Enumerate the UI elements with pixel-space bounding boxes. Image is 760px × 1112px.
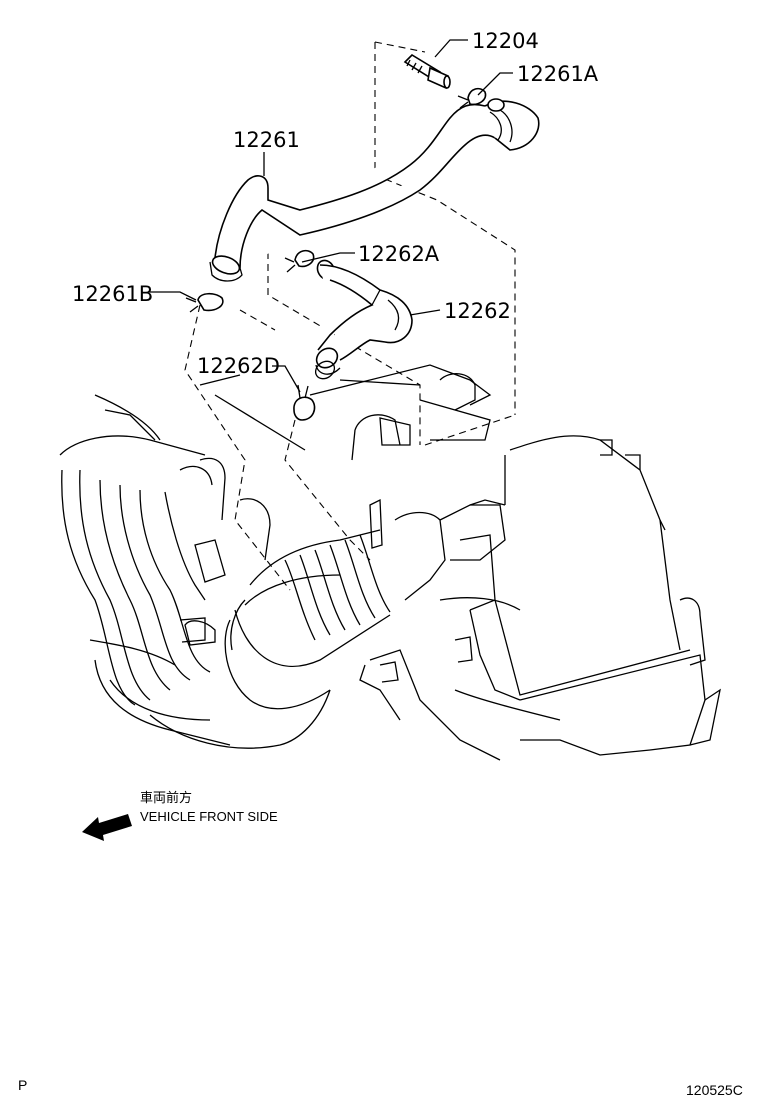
hose-clip-12262A[interactable]	[284, 249, 315, 273]
page-letter: P	[18, 1077, 27, 1093]
pcv-valve-12204[interactable]	[403, 53, 451, 90]
part-label-12261[interactable]: 12261	[233, 128, 300, 152]
part-label-12261A[interactable]: 12261A	[517, 62, 599, 86]
part-label-12261B[interactable]: 12261B	[72, 282, 153, 306]
front-arrow-icon	[82, 814, 132, 841]
ventilation-hose-12261[interactable]	[209, 98, 540, 282]
cap-12262D[interactable]	[293, 384, 316, 421]
label-leader-lines	[148, 39, 513, 393]
direction-label-jp: 車両前方	[140, 790, 192, 805]
part-label-12262D[interactable]: 12262D	[197, 354, 280, 378]
part-labels: 12204 12261A 12261 12262A 12261B 12262 1…	[72, 29, 599, 378]
part-label-12262A[interactable]: 12262A	[358, 242, 440, 266]
part-label-12204[interactable]: 12204	[472, 29, 539, 53]
direction-label-en: VEHICLE FRONT SIDE	[140, 809, 278, 824]
hose-clip-12261B[interactable]	[185, 292, 224, 313]
engine-illustration	[59, 364, 721, 761]
part-label-12262[interactable]: 12262	[444, 299, 511, 323]
ventilation-hose-12262[interactable]	[312, 257, 413, 382]
diagram-code: 120525C	[686, 1082, 743, 1098]
vehicle-front-indicator: 車両前方 VEHICLE FRONT SIDE	[82, 790, 278, 841]
